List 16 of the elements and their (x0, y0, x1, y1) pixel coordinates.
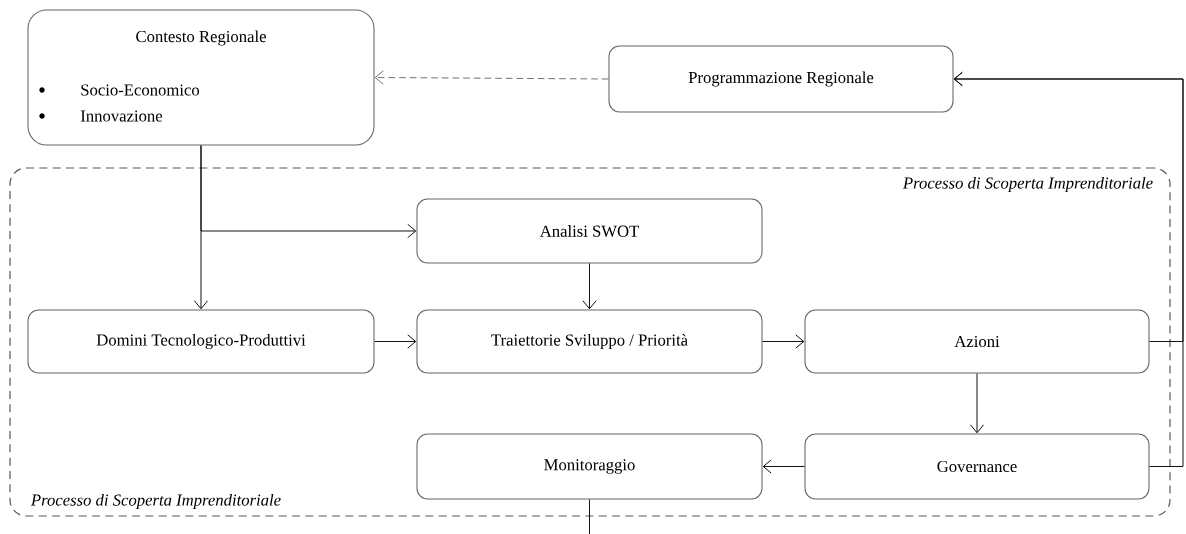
arrow (762, 459, 805, 474)
process-box: Governance (804, 433, 1150, 500)
arrow (762, 334, 805, 349)
arrow (374, 70, 609, 85)
arrow (953, 71, 1184, 467)
arrow (200, 145, 417, 239)
process-box: Monitoraggio (416, 433, 763, 500)
process-box: Analisi SWOT (416, 198, 763, 264)
arrow (582, 263, 597, 310)
process-box: Azioni (804, 309, 1150, 374)
context-box: Contesto Regionale Socio-Economico Innovazione (27, 9, 375, 146)
arrow (374, 334, 417, 349)
process-box: Domini Tecnologico-Produttivi (27, 309, 375, 374)
process-box: Programmazione Regionale (608, 45, 954, 113)
process-box: Traiettorie Sviluppo / Priorità (416, 309, 763, 374)
arrow (969, 373, 985, 434)
